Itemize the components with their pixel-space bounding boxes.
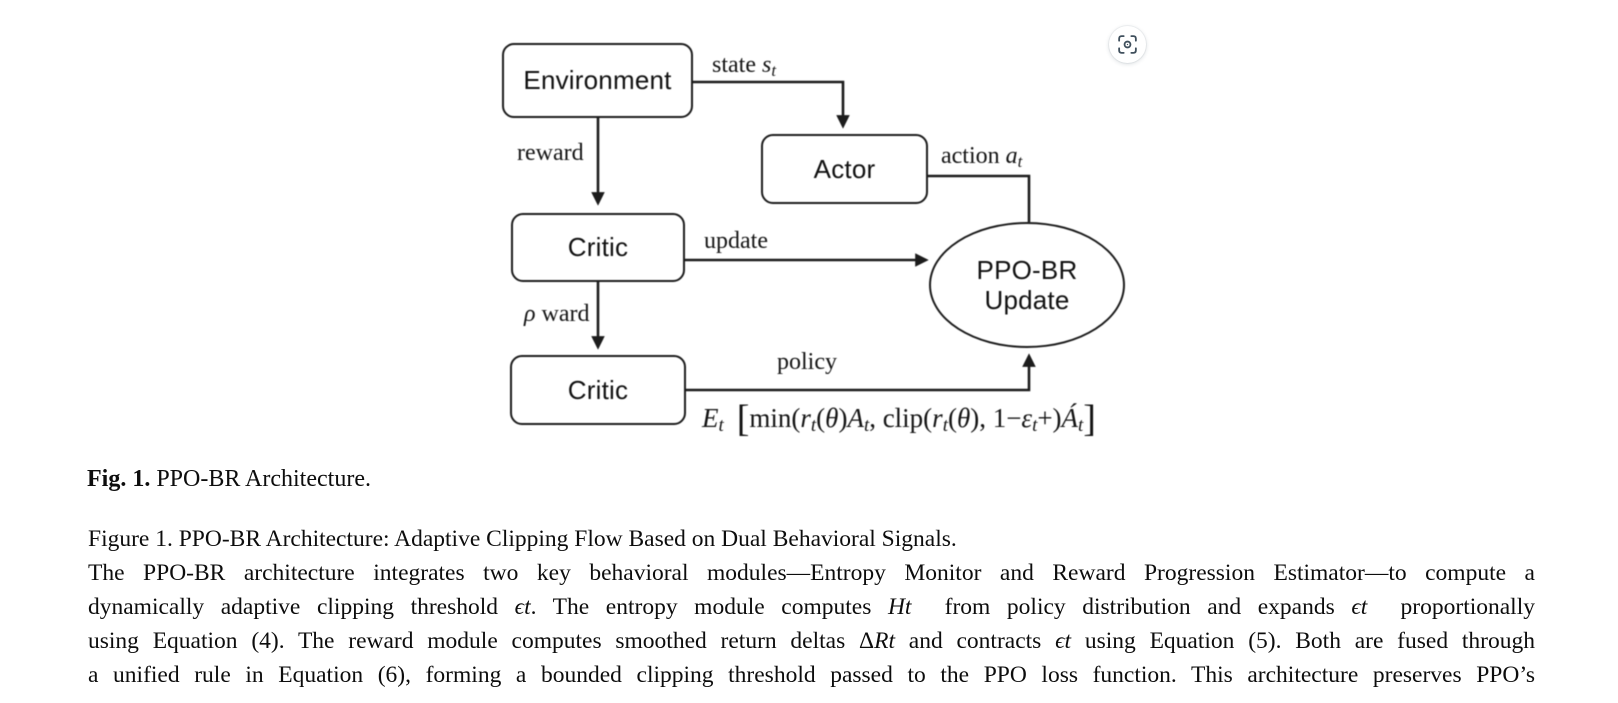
figure-description: Figure 1. PPO-BR Architecture: Adaptive … xyxy=(88,522,1535,692)
description-line: The PPO-BR architecture integrates two k… xyxy=(88,560,1535,586)
description-line: using Equation (4). The reward module co… xyxy=(88,628,1535,654)
node-critic-top: Critic xyxy=(511,213,685,282)
node-environment: Environment xyxy=(502,43,693,118)
node-ppo-br-update: PPO-BR Update xyxy=(929,222,1125,348)
formula-right-bracket: ] xyxy=(1083,398,1096,440)
formula-expectation: Et xyxy=(702,403,724,437)
figure-caption-label: Fig. 1. xyxy=(87,466,151,492)
description-line: Figure 1. PPO-BR Architecture: Adaptive … xyxy=(88,526,957,552)
description-line: a unified rule in Equation (6), forming … xyxy=(88,662,1535,688)
edge-label-policy: policy xyxy=(777,349,837,375)
edge-label-reward: reward xyxy=(517,140,584,166)
node-ppo-br-update-line1: PPO-BR xyxy=(976,255,1078,285)
edge-label-state: state st xyxy=(712,52,776,80)
node-actor-label: Actor xyxy=(813,153,876,184)
ppo-loss-formula: Et [min(rt(θ)At, clip(rt(θ), 1−εt+)Át] xyxy=(702,400,1096,438)
description-line: dynamically adaptive clipping threshold … xyxy=(88,594,1535,620)
node-critic-bottom-label: Critic xyxy=(567,374,629,405)
edge-action xyxy=(928,174,1031,222)
node-critic-bottom: Critic xyxy=(510,355,686,425)
figure-caption-text: PPO-BR Architecture. xyxy=(150,466,371,492)
figure-caption: Fig. 1. PPO-BR Architecture. xyxy=(87,466,371,493)
edge-state xyxy=(693,80,850,129)
image-zoom-button[interactable] xyxy=(1109,26,1146,63)
scan-focus-icon xyxy=(1118,35,1137,54)
node-actor: Actor xyxy=(761,134,928,204)
edge-policy xyxy=(686,353,1036,392)
node-critic-top-label: Critic xyxy=(567,232,629,262)
formula-left-bracket: [ xyxy=(736,398,750,440)
figure-image: Environment Actor Critic Critic PPO-BR U… xyxy=(502,43,1125,438)
formula-body: min(rt(θ)At, clip(rt(θ), 1−εt+)Át xyxy=(749,403,1084,437)
node-environment-label: Environment xyxy=(523,65,672,95)
edge-label-update: update xyxy=(704,228,768,254)
node-ppo-br-update-line2: Update xyxy=(984,285,1070,315)
edge-label-reward-degraded: ρ ward xyxy=(524,301,590,327)
edge-label-action: action at xyxy=(941,143,1023,171)
